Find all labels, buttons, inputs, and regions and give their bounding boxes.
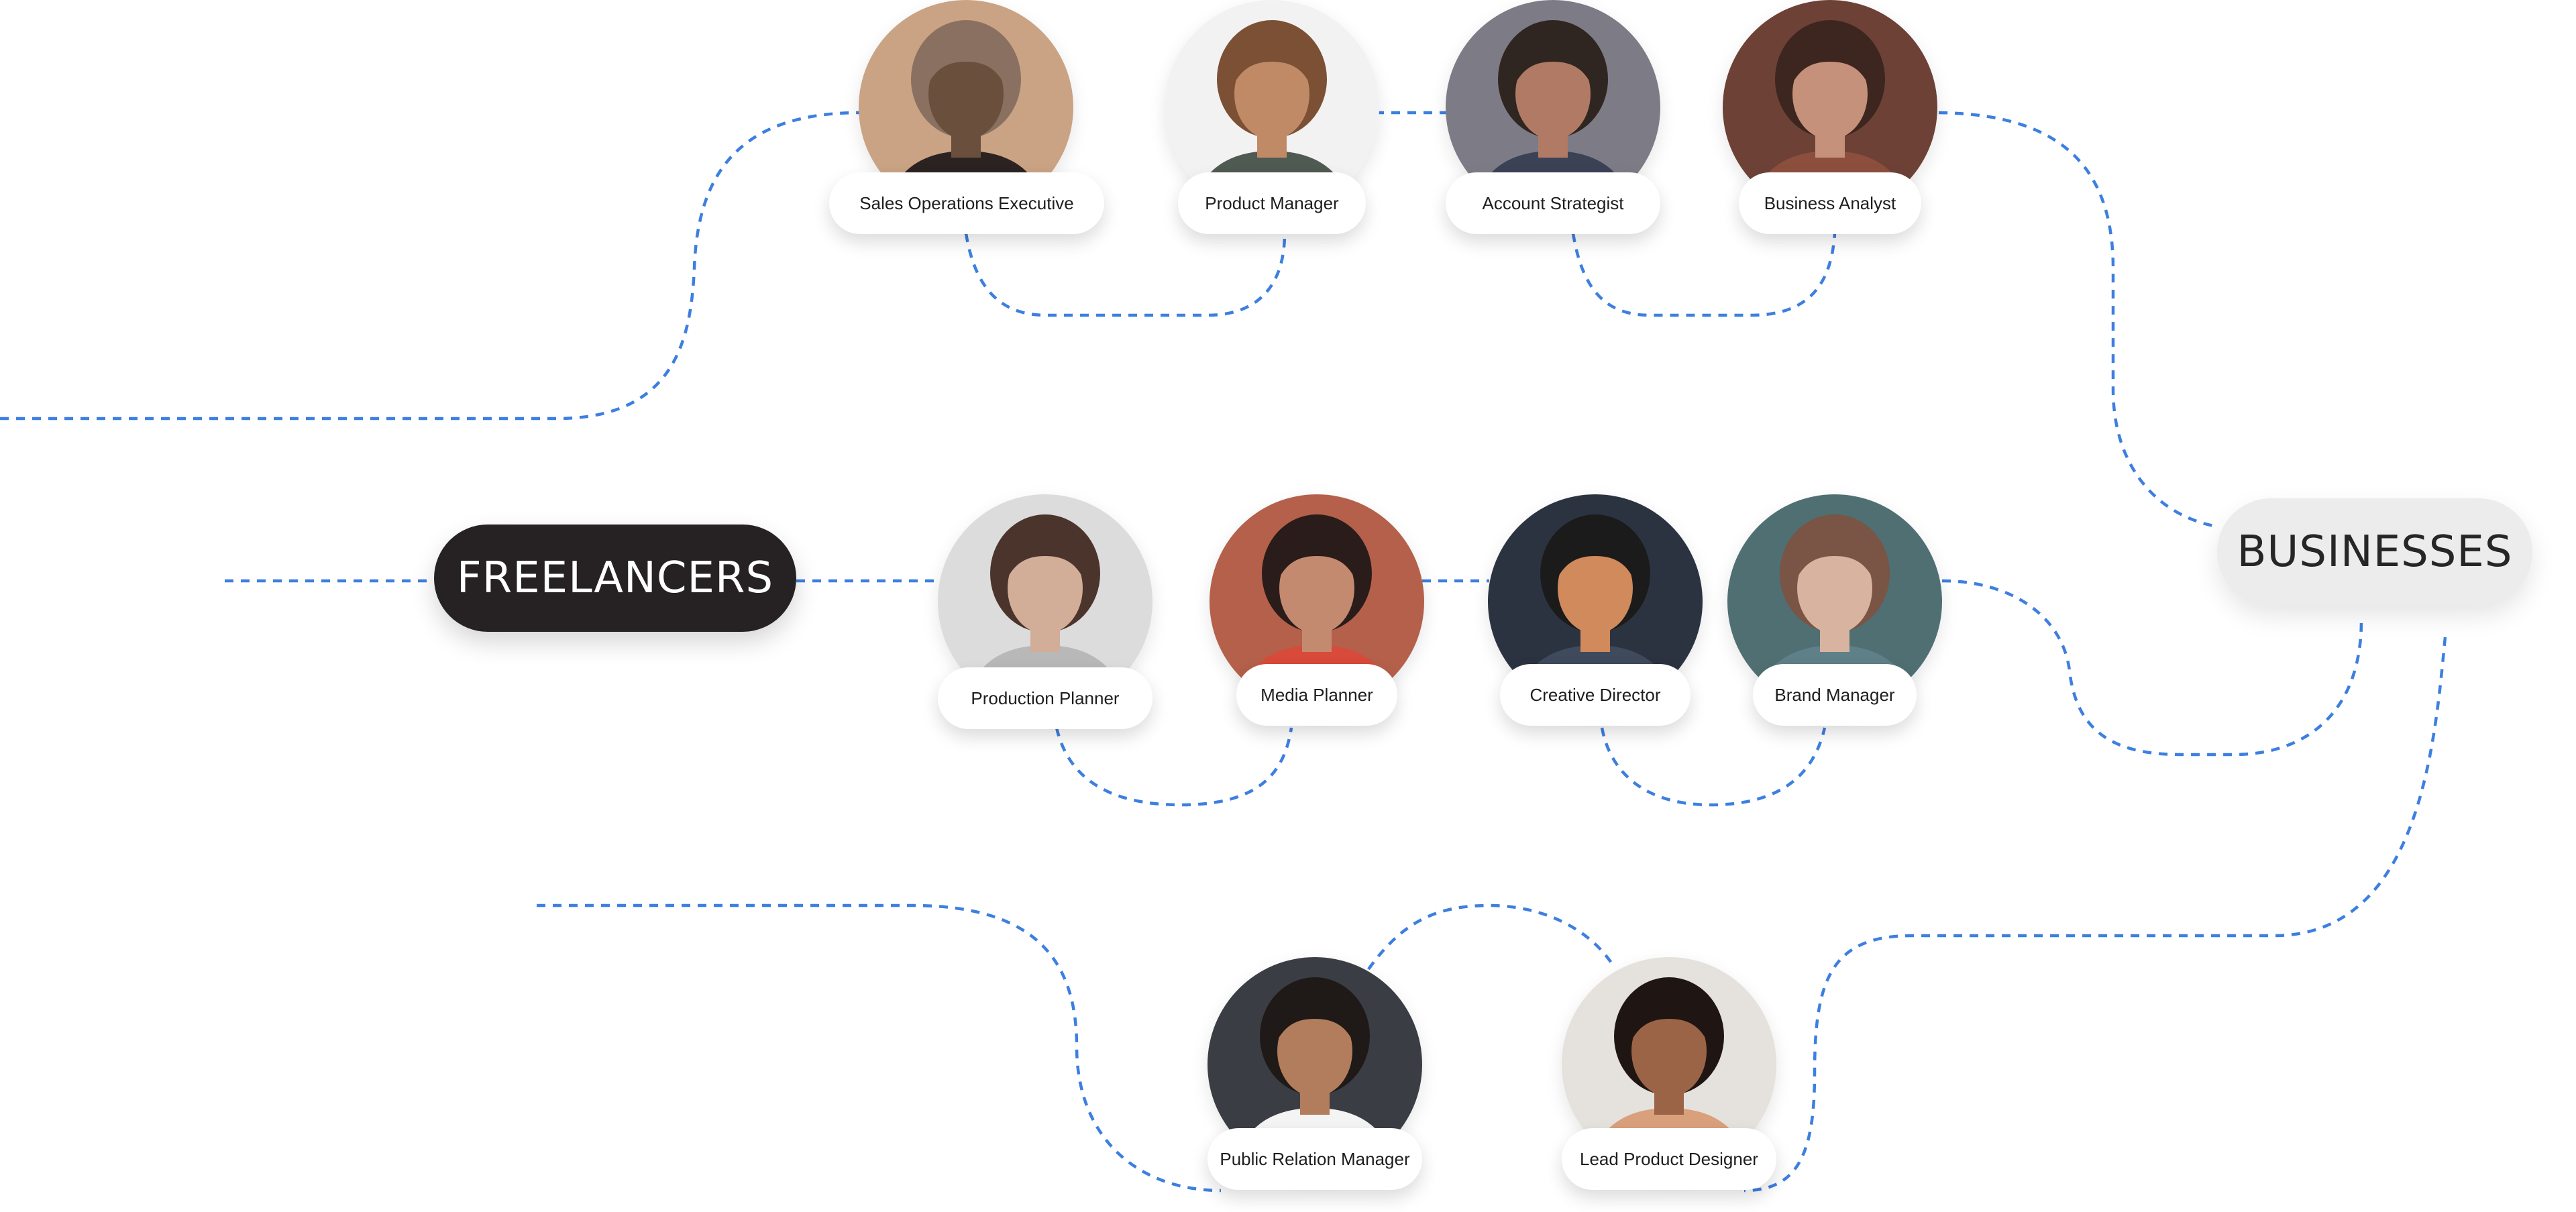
connector-line [1743,637,2447,1193]
role-title: Public Relation Manager [1220,1148,1410,1169]
role-title: Creative Director [1529,684,1661,705]
role-label-pill: Brand Manager [1753,664,1917,726]
connector-line [1055,727,1293,807]
role-title: Product Manager [1205,192,1339,213]
connector-line [0,111,861,421]
role-label-pill: Product Manager [1178,172,1366,234]
role-label-pill: Business Analyst [1739,172,1921,234]
role-title: Account Strategist [1482,192,1624,213]
role-label-pill: Sales Operations Executive [829,172,1104,234]
connector-line [1571,233,1837,317]
role-label-pill: Production Planner [938,667,1152,729]
businesses-hub[interactable]: BUSINESSES [2217,498,2532,606]
role-title: Lead Product Designer [1580,1148,1758,1169]
role-label-pill: Media Planner [1236,664,1397,726]
freelancers-label: FREELANCERS [456,553,774,603]
businesses-label: BUSINESSES [2237,527,2513,577]
connector-line [1367,903,1615,971]
role-title: Media Planner [1260,684,1373,705]
role-title: Business Analyst [1764,192,1896,213]
role-title: Brand Manager [1774,684,1895,705]
connector-line [1941,579,2363,757]
freelancers-hub[interactable]: FREELANCERS [434,525,796,632]
connector-line [1938,111,2218,529]
role-title: Production Planner [971,687,1120,708]
role-label-pill: Creative Director [1500,664,1690,726]
role-title: Sales Operations Executive [859,192,1074,213]
connector-line [964,233,1287,317]
role-label-pill: Lead Product Designer [1562,1128,1776,1190]
connector-line [537,903,1222,1193]
role-label-pill: Public Relation Manager [1208,1128,1422,1190]
connector-line [1600,727,1827,807]
role-label-pill: Account Strategist [1446,172,1660,234]
